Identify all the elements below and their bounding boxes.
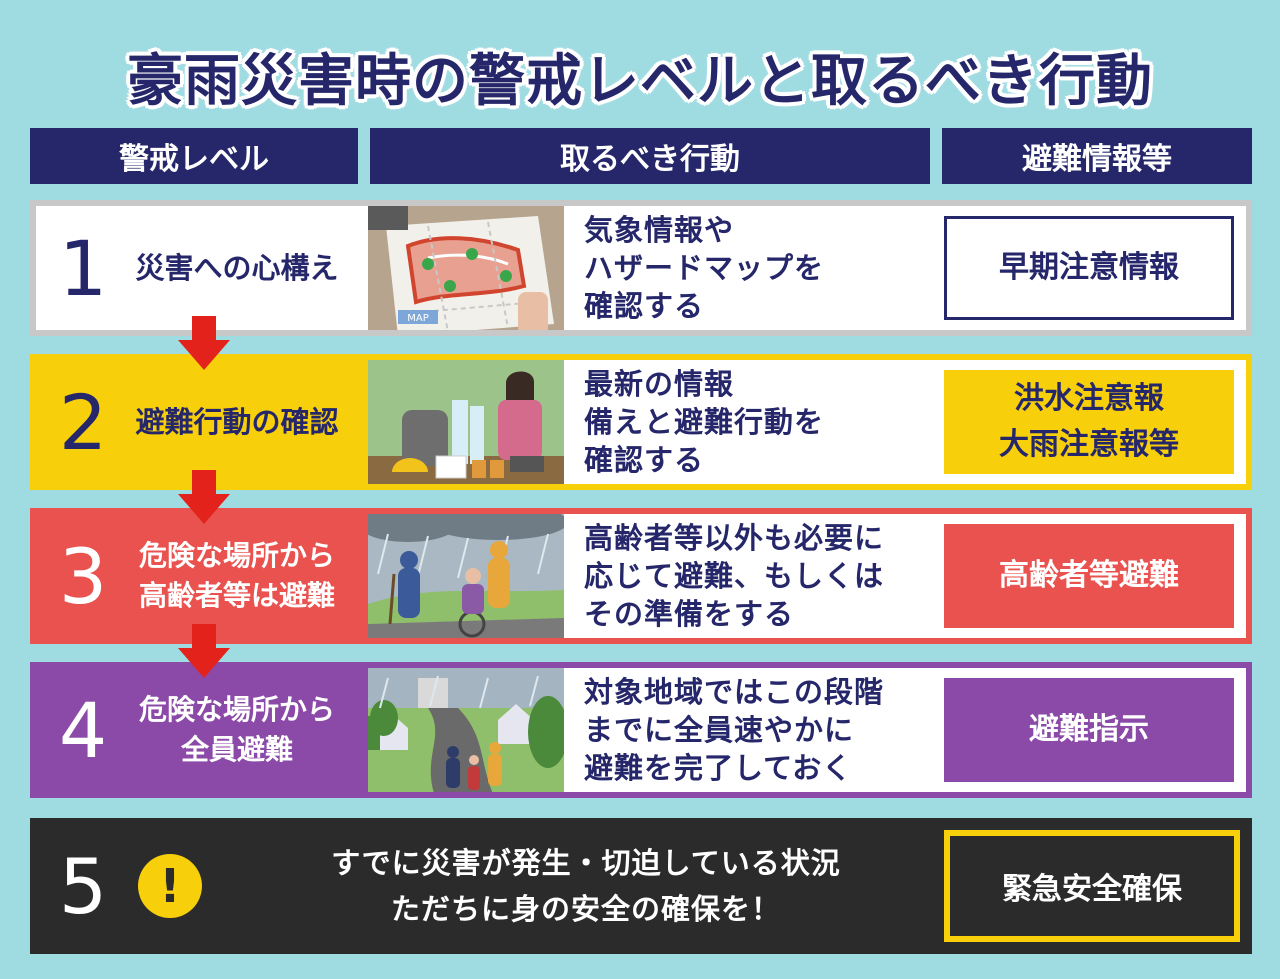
level-2-row: 2 避難行動の確認 最新の情報 備えと避難行動を 確認する 洪水注意報 大雨注意… — [30, 354, 1252, 490]
level-3-info: 高齢者等避難 — [944, 524, 1234, 628]
elderly-evacuation-image — [368, 514, 564, 638]
level-1-cell: 1 災害への心構え — [36, 206, 368, 330]
level-1-action-line: 確認する — [584, 289, 705, 323]
level-2-name: 避難行動の確認 — [112, 360, 362, 484]
map-label: MAP — [407, 313, 429, 324]
down-arrow-icon — [178, 624, 230, 678]
level-4-name-line: 全員避難 — [180, 733, 293, 766]
level-4-action-line: までに全員速やかに — [584, 713, 855, 747]
hazard-map-illustration: MAP — [368, 206, 564, 330]
level-5-action-line: すでに災害が発生・切迫している状況 — [331, 846, 841, 880]
header-info: 避難情報等 — [942, 128, 1252, 184]
level-4-info: 避難指示 — [944, 678, 1234, 782]
level-4-action-line: 対象地域ではこの段階 — [584, 675, 885, 709]
level-5-info: 緊急安全確保 — [944, 830, 1240, 942]
level-3-action-line: 応じて避難、もしくは — [584, 559, 885, 593]
level-2-name-line: 避難行動の確認 — [135, 405, 339, 439]
elderly-evacuation-illustration — [368, 514, 564, 638]
level-2-info-line: 大雨注意報等 — [999, 427, 1179, 462]
level-1-action-line: ハザードマップを — [584, 251, 825, 285]
down-arrow-icon — [178, 316, 230, 370]
emergency-supplies-illustration — [368, 360, 564, 484]
level-3-name-line: 高齢者等は避難 — [138, 579, 335, 612]
level-5-action-line: ただちに身の安全の確保を！ — [390, 892, 781, 926]
level-3-action: 高齢者等以外も必要に 応じて避難、もしくは その準備をする — [584, 514, 944, 638]
level-5-info-line: 緊急安全確保 — [1002, 872, 1182, 907]
level-3-cell: 3 危険な場所から 高齢者等は避難 — [36, 514, 368, 638]
level-4-row: 4 危険な場所から 全員避難 対象地域ではこの段階 までに全員速やかに — [30, 662, 1252, 798]
level-5-number: 5 — [58, 841, 108, 931]
full-evacuation-illustration — [368, 668, 564, 792]
emergency-supplies-image — [368, 360, 564, 484]
down-arrow-icon — [178, 470, 230, 524]
header-action: 取るべき行動 — [370, 128, 930, 184]
level-4-cell: 4 危険な場所から 全員避難 — [36, 668, 368, 792]
level-2-action-line: 最新の情報 — [584, 367, 735, 401]
level-4-info-line: 避難指示 — [1029, 712, 1149, 747]
level-2-action-line: 備えと避難行動を — [584, 405, 825, 439]
header-level: 警戒レベル — [30, 128, 358, 184]
level-3-info-line: 高齢者等避難 — [999, 558, 1179, 593]
page-title: 豪雨災害時の警戒レベルと取るべき行動 — [127, 49, 1153, 114]
exclamation-icon: ! — [138, 854, 202, 918]
level-2-action: 最新の情報 備えと避難行動を 確認する — [584, 360, 944, 484]
hazard-map-image: MAP — [368, 206, 564, 330]
level-1-info-line: 早期注意情報 — [999, 250, 1179, 285]
level-5-action: すでに災害が発生・切迫している状況 ただちに身の安全の確保を！ — [256, 824, 916, 948]
level-1-row: 1 災害への心構え MAP 気象情報や ハザードマップを 確認する 早期注意情報 — [30, 200, 1252, 336]
level-2-info: 洪水注意報 大雨注意報等 — [944, 370, 1234, 474]
level-1-name: 災害への心構え — [112, 206, 362, 330]
level-2-action-line: 確認する — [584, 443, 705, 477]
level-1-action: 気象情報や ハザードマップを 確認する — [584, 206, 944, 330]
level-2-number: 2 — [58, 377, 108, 467]
level-2-info-line: 洪水注意報 — [1014, 381, 1164, 416]
level-1-name-line: 災害への心構え — [135, 251, 339, 285]
level-1-info: 早期注意情報 — [944, 216, 1234, 320]
level-3-name-line: 危険な場所から — [138, 539, 335, 572]
level-3-action-line: その準備をする — [584, 597, 795, 631]
level-2-cell: 2 避難行動の確認 — [36, 360, 368, 484]
level-5-row: 5 ! すでに災害が発生・切迫している状況 ただちに身の安全の確保を！ 緊急安全… — [30, 818, 1252, 954]
level-3-row: 3 危険な場所から 高齢者等は避難 高齢者等以外も必要に 応じて避難、もしくは … — [30, 508, 1252, 644]
level-4-action-line: 避難を完了しておく — [584, 751, 853, 785]
level-3-name: 危険な場所から 高齢者等は避難 — [112, 514, 362, 638]
level-4-name: 危険な場所から 全員避難 — [112, 668, 362, 792]
level-1-action-line: 気象情報や — [584, 213, 735, 247]
level-4-number: 4 — [58, 685, 108, 775]
level-4-name-line: 危険な場所から — [138, 693, 335, 726]
level-3-number: 3 — [58, 531, 108, 621]
level-1-number: 1 — [58, 223, 108, 313]
full-evacuation-image — [368, 668, 564, 792]
level-3-action-line: 高齢者等以外も必要に — [584, 521, 885, 555]
level-4-action: 対象地域ではこの段階 までに全員速やかに 避難を完了しておく — [584, 668, 944, 792]
